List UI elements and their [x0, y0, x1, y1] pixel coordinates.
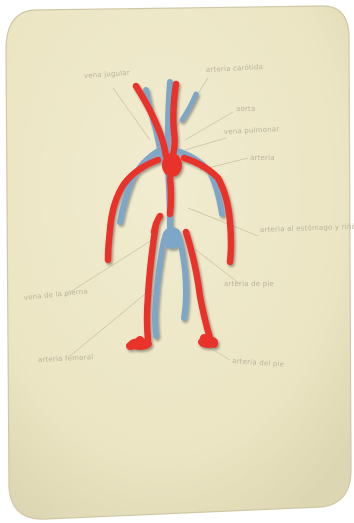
left-foot — [128, 338, 152, 350]
annotation-right-3: arteria — [250, 154, 275, 162]
annotation-right-1: aorta — [236, 105, 255, 113]
annotation-right-5: arteria de pie — [224, 280, 274, 288]
right-foot — [198, 336, 218, 348]
